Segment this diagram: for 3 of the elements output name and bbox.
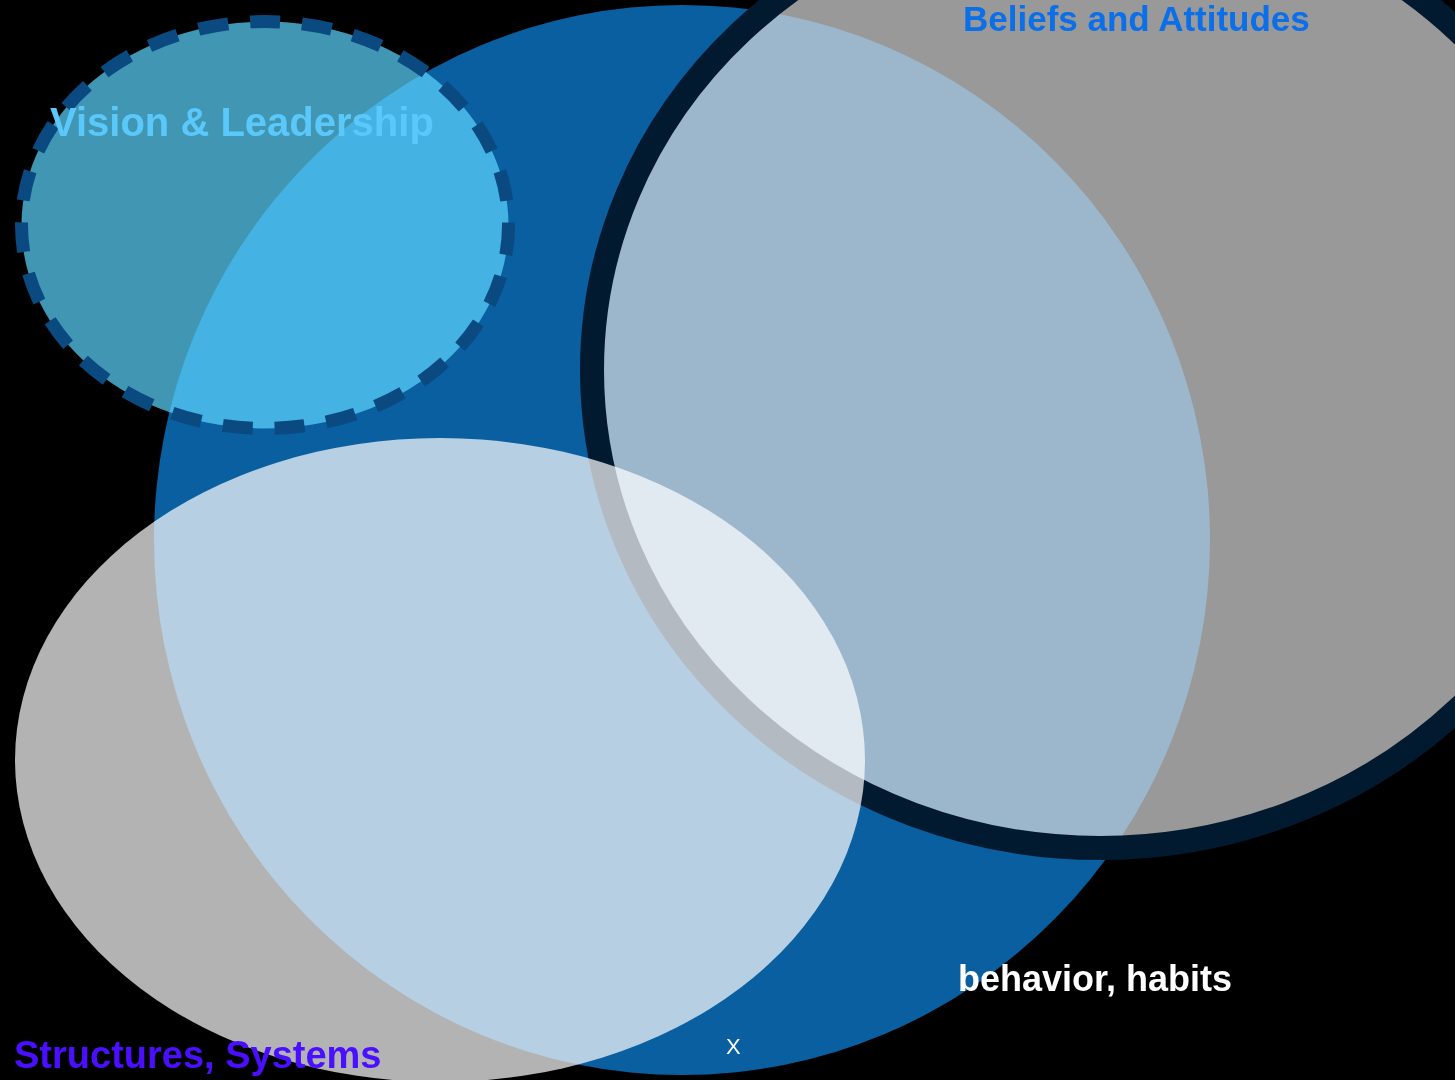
- ellipse-label: Beliefs and Attitudes: [963, 1, 1310, 36]
- venn-ellipse: [15, 15, 515, 435]
- mark-label: X: [726, 1036, 741, 1058]
